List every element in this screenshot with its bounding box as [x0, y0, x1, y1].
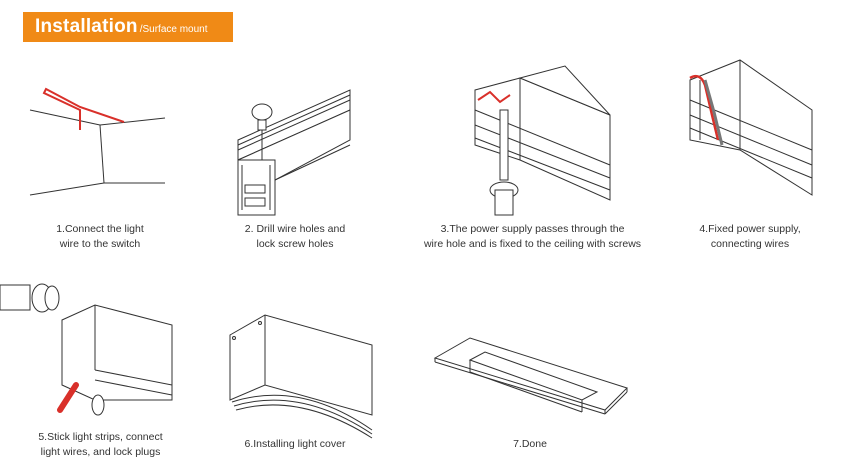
banner-title: Installation	[35, 16, 138, 37]
step7-caption: 7.Done	[513, 438, 547, 450]
banner-subtitle: /Surface mount	[139, 23, 208, 35]
step4-caption: 4.Fixed power supply,connecting wires	[699, 223, 801, 250]
section-banner: Installation /Surface mount	[23, 12, 233, 42]
step6-caption: 6.Installing light cover	[244, 438, 346, 450]
